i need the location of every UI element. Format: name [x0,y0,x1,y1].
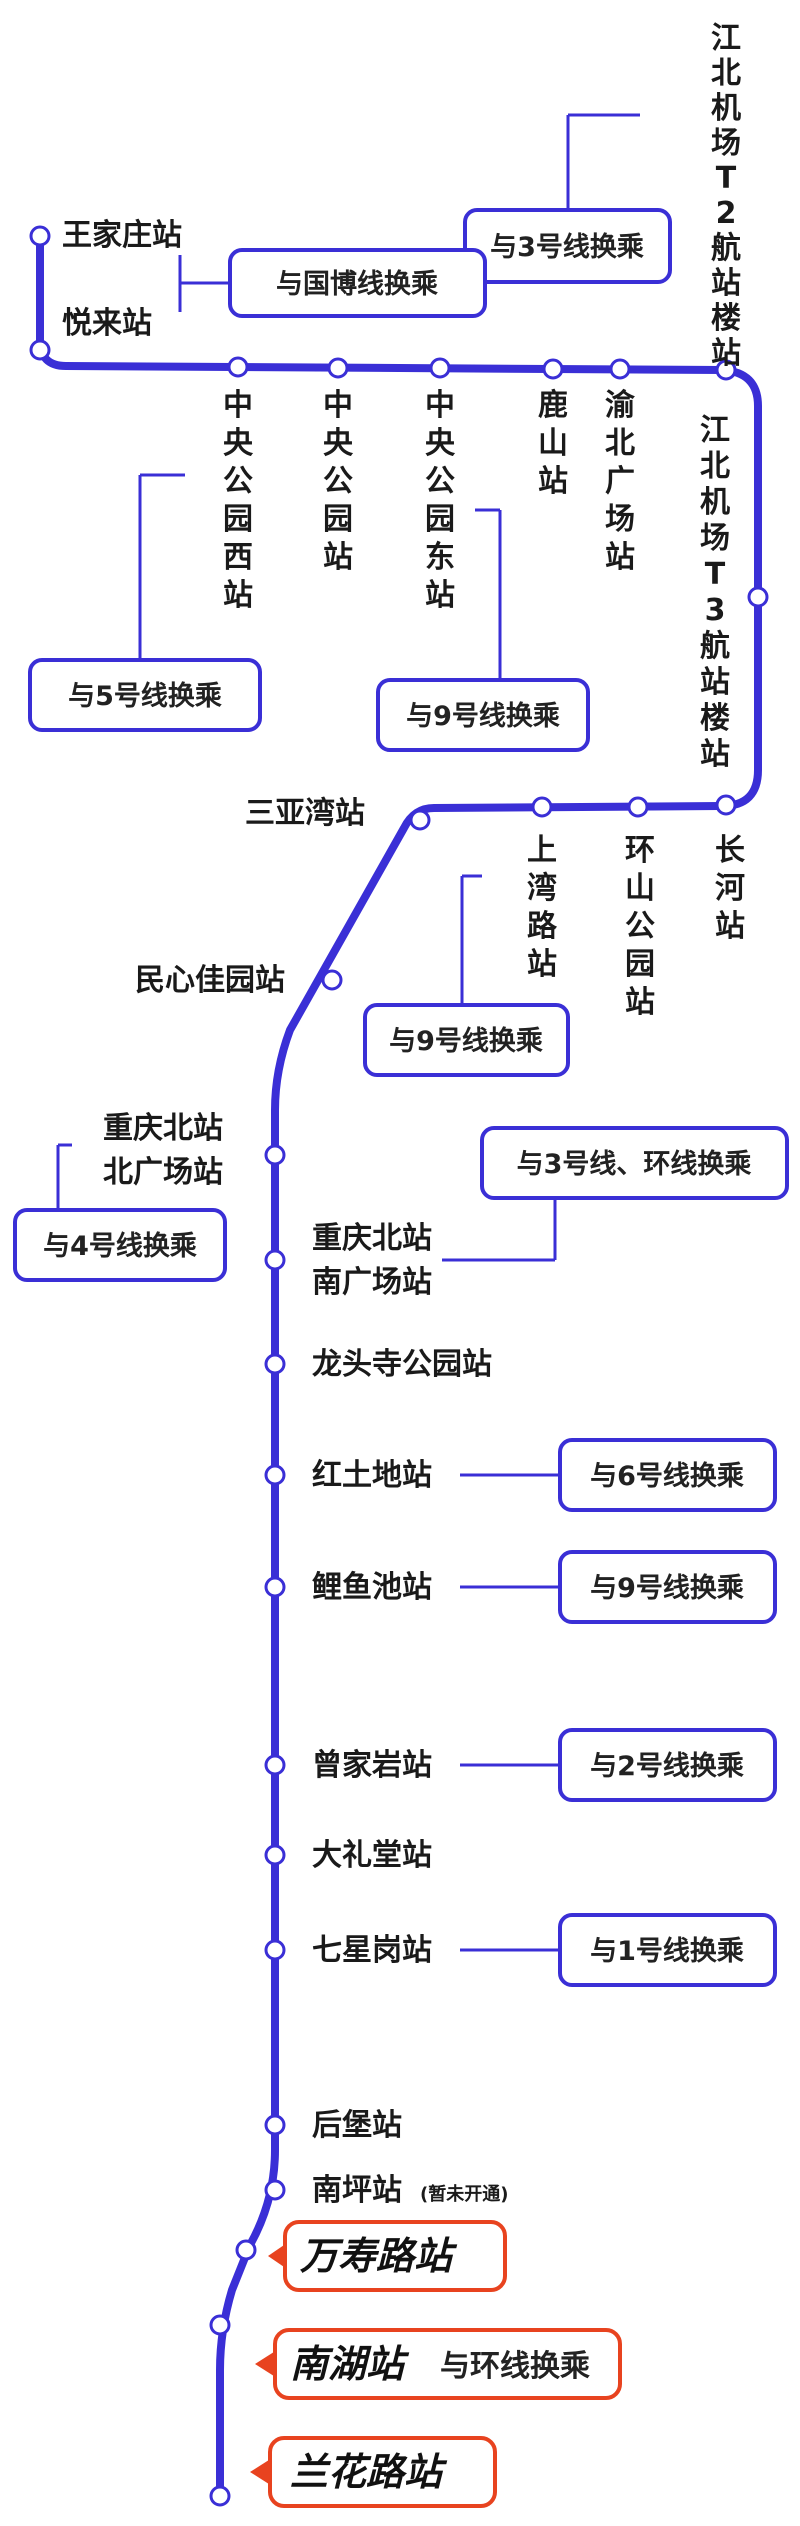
transfer-box-hongtudi-line6 [558,1438,777,1512]
highlight-texts: 万寿路站 南湖站 与环线换乘 兰花路站 [290,2234,590,2494]
station-marker-shangwan [531,796,553,818]
transfer-box-zy-west-line5 [28,658,262,732]
station-marker-cq-north-north [264,1144,286,1166]
station-marker-wangjiazhuang [29,225,51,247]
label-houbao: 后堡站 [312,2108,402,2143]
transfer-text-cq-north-line4: 与4号线换乘 [43,1231,197,1262]
transfer-connectors [56,113,640,1952]
label-shangwan: 上湾路站 [527,833,558,982]
station-marker-hongtudi [264,1464,286,1486]
label-sanyawan: 三亚湾站 [245,796,365,831]
station-marker-sanyawan [409,809,431,831]
station-marker-zhongyang-east [429,357,451,379]
station-marker-lanhua [209,2485,231,2507]
transfer-text-zy-west-line5: 与5号线换乘 [68,681,222,712]
transfer-box-qixinggang-line1 [558,1913,777,1987]
station-marker-wanshou [235,2239,257,2261]
station-marker-airport-t2 [715,359,737,381]
station-marker-liyuchi [264,1576,286,1598]
transfer-text-hongtudi-line6: 与6号线换乘 [590,1461,744,1492]
label-huanshan: 环山公园站 [625,833,655,1020]
transfer-texts: 与3号线换乘 与国博线换乘 与5号线换乘 与9号线换乘 与9号线换乘 与3号线、… [43,232,751,1967]
label-dalitang: 大礼堂站 [312,1838,432,1873]
station-marker-dalitang [264,1844,286,1866]
station-marker-houbao [264,2114,286,2136]
label-yubei-square: 渝北广场站 [605,388,635,575]
station-marker-nanhu [209,2314,231,2336]
station-marker-longtousi [264,1353,286,1375]
transfer-text-cq-north-line3-loop: 与3号线、环线换乘 [517,1149,752,1180]
label-minxin: 民心佳园站 [135,963,285,998]
label-lanhua: 兰花路站 [290,2450,448,2494]
label-cq-north-north-1: 重庆北站 [103,1111,223,1146]
transfer-box-zengjiayan-line2 [558,1728,777,1802]
transfer-text-zengjiayan-line2: 与2号线换乘 [590,1751,744,1782]
transfer-text-zy-east-line9: 与9号线换乘 [406,701,560,732]
label-zhongyang-east: 中央公园东站 [425,388,456,613]
station-markers [29,225,769,2507]
station-marker-minxin [321,969,343,991]
station-marker-cq-north-south [264,1249,286,1271]
pointer-wanshou [268,2243,287,2269]
transfer-boxes [13,208,789,1987]
station-marker-changhe [715,794,737,816]
horizontal-station-labels: 王家庄站 悦来站 三亚湾站 民心佳园站 重庆北站 北广场站 重庆北站 南广场站 … [62,218,508,2208]
station-marker-yuelai [29,339,51,361]
station-marker-zhongyang-west [227,356,249,378]
station-marker-zhongyang [327,357,349,379]
station-marker-huanshan [627,796,649,818]
label-nanhu-note: 与环线换乘 [440,2349,590,2384]
label-qixinggang: 七星岗站 [312,1933,432,1968]
station-marker-airport-t3 [747,586,769,608]
label-lushan: 鹿山站 [538,388,568,499]
label-cq-north-north-2: 北广场站 [103,1155,223,1190]
label-zengjiayan: 曾家岩站 [312,1748,432,1783]
label-longtousi: 龙头寺公园站 [312,1347,492,1382]
label-nanping-note: (暂未开通) [420,2183,508,2205]
label-zhongyang-west: 中央公园西站 [223,388,254,613]
label-nanhu: 南湖站 [290,2342,410,2386]
pointer-nanhu [255,2350,277,2378]
label-changhe: 长河站 [715,833,745,944]
transfer-box-zy-east-line9 [376,678,590,752]
label-wanshou: 万寿路站 [300,2234,458,2278]
transfer-box-cq-north-line3-loop [480,1126,789,1200]
label-cq-north-south-1: 重庆北站 [312,1221,432,1256]
pointer-lanhua [250,2458,272,2486]
label-yuelai: 悦来站 [62,306,152,341]
label-zhongyang: 中央公园站 [323,388,354,575]
highlight-pointers [250,2243,287,2486]
label-liyuchi: 鲤鱼池站 [312,1570,432,1605]
label-hongtudi: 红土地站 [312,1458,432,1493]
transfer-box-shangwan-line9 [363,1003,570,1077]
label-cq-north-south-2: 南广场站 [312,1265,432,1300]
transfer-text-shangwan-line9: 与9号线换乘 [389,1026,543,1057]
station-marker-yubei-square [609,358,631,380]
transfer-text-qixinggang-line1: 与1号线换乘 [590,1936,744,1967]
label-wangjiazhuang: 王家庄站 [62,218,182,253]
label-nanping: 南坪站 [312,2173,402,2208]
transfer-box-guobo [228,248,487,318]
transfer-text-liyuchi-line9: 与9号线换乘 [590,1573,744,1604]
station-marker-nanping [264,2179,286,2201]
transfer-text-guobo: 与国博线换乘 [276,268,438,300]
transfer-text-t2-line3: 与3号线换乘 [490,232,644,263]
station-marker-qixinggang [264,1939,286,1961]
transfer-box-cq-north-line4 [13,1208,227,1282]
transfer-box-t2-line3 [463,208,672,284]
station-marker-lushan [542,358,564,380]
transfer-box-liyuchi-line9 [558,1550,777,1624]
station-marker-zengjiayan [264,1754,286,1776]
